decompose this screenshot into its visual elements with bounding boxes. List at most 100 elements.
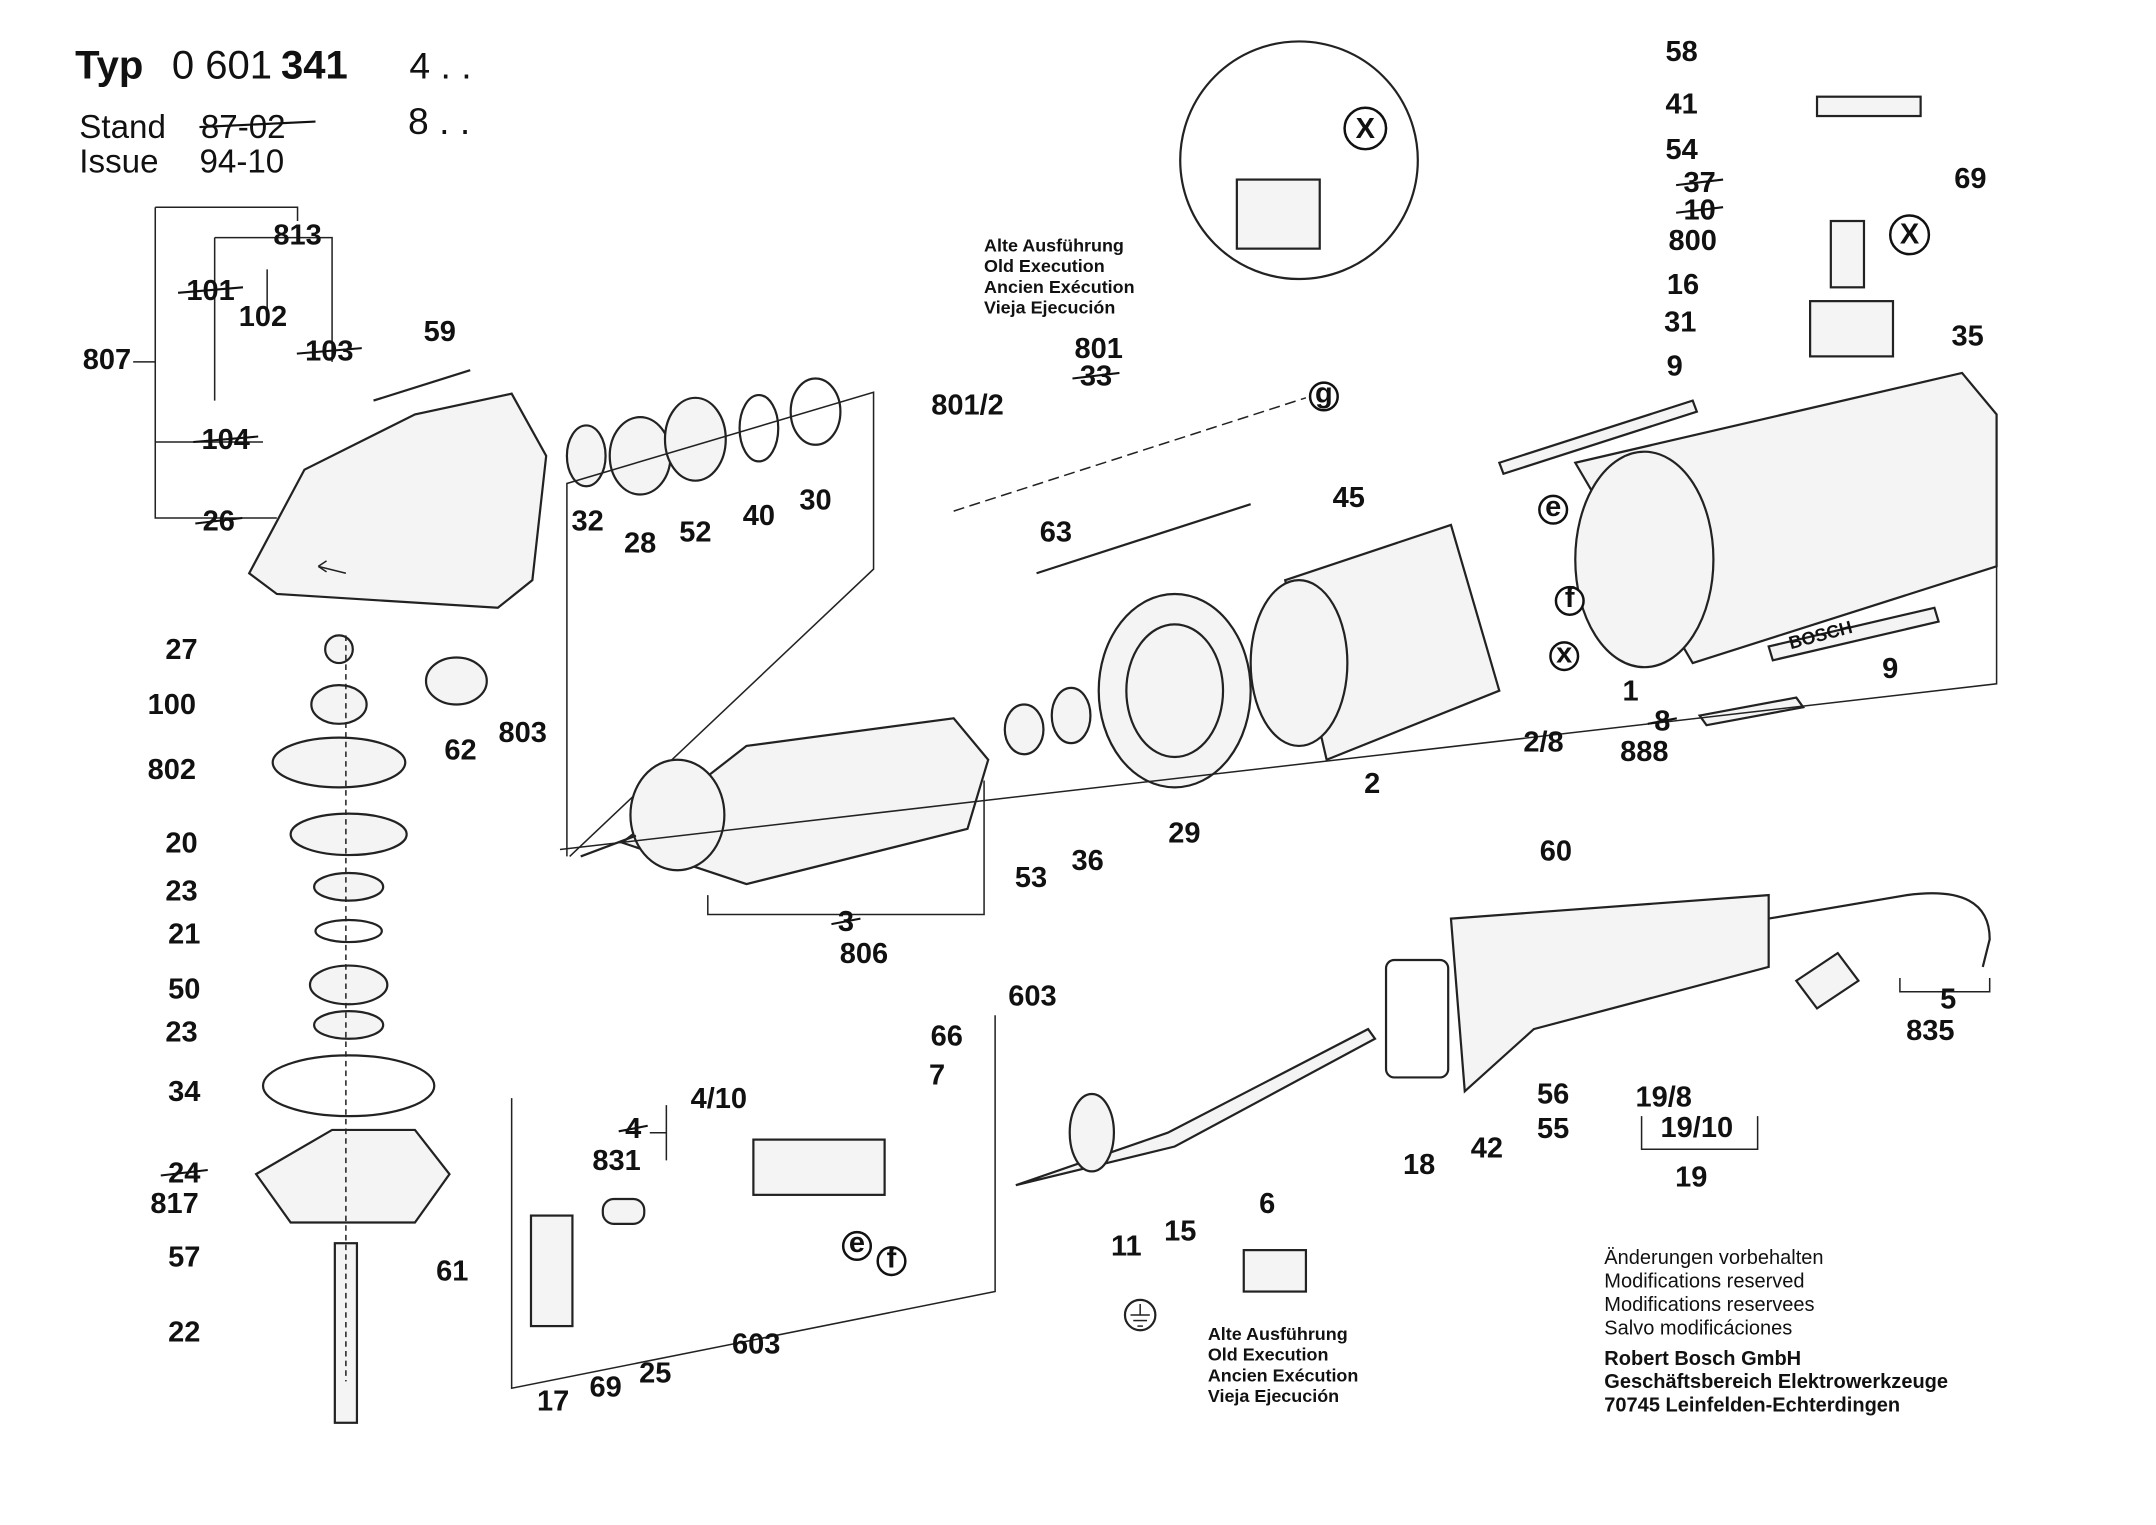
part-label: 17 bbox=[537, 1385, 569, 1417]
plate-17 bbox=[529, 1214, 574, 1328]
part-label: 21 bbox=[168, 918, 200, 950]
part-label: 23 bbox=[165, 876, 197, 908]
note-line: Old Execution bbox=[984, 256, 1105, 276]
modifications-es: Salvo modificáciones bbox=[1604, 1317, 1792, 1339]
part-label: 2 bbox=[1364, 768, 1380, 800]
strikethrough bbox=[199, 120, 316, 129]
part-label: 31 bbox=[1664, 307, 1696, 339]
issue-value: 94-10 bbox=[199, 144, 284, 181]
plug bbox=[1794, 951, 1861, 1010]
marker-letter: g bbox=[1315, 378, 1333, 410]
bearing-53 bbox=[1003, 703, 1045, 756]
part-40 bbox=[738, 393, 780, 463]
part-label: 52 bbox=[679, 516, 711, 548]
part-label: 40 bbox=[743, 500, 775, 532]
note-line: Vieja Ejecución bbox=[1208, 1386, 1339, 1406]
typ-number-bold: 341 bbox=[281, 44, 348, 88]
part-label: 888 bbox=[1620, 736, 1668, 768]
company-division: Geschäftsbereich Elektrowerkzeuge bbox=[1604, 1371, 1948, 1393]
baffle-29 bbox=[1097, 592, 1252, 789]
cable-6 bbox=[1015, 1027, 1377, 1187]
part-label: 9 bbox=[1882, 653, 1898, 685]
part-label: 54 bbox=[1666, 134, 1698, 166]
part-label: 36 bbox=[1072, 845, 1104, 877]
variant-8: 8 . . bbox=[408, 100, 470, 142]
marker-circle bbox=[841, 1230, 873, 1262]
bracket-813 bbox=[213, 236, 333, 401]
marker-letter: X bbox=[1356, 113, 1376, 145]
part-labels: 8131011021038071042659271008022023215023… bbox=[83, 36, 1987, 1418]
part-label: 1 bbox=[1622, 675, 1638, 707]
stator-face bbox=[1249, 579, 1349, 748]
strikethrough bbox=[296, 347, 362, 355]
part-label: 42 bbox=[1471, 1133, 1503, 1165]
washer-23 bbox=[313, 871, 385, 902]
modifications-de: Änderungen vorbehalten bbox=[1604, 1247, 1823, 1269]
pinion-803 bbox=[424, 656, 488, 706]
ring-21 bbox=[314, 918, 383, 944]
part-label: 27 bbox=[165, 634, 197, 666]
marker-circle bbox=[1343, 106, 1388, 151]
part-label: 56 bbox=[1537, 1079, 1569, 1111]
part-label: 100 bbox=[148, 689, 196, 721]
marker-letter: f bbox=[887, 1242, 897, 1274]
part-label: 30 bbox=[799, 485, 831, 517]
gasket-18 bbox=[1384, 958, 1450, 1079]
arrow-marking bbox=[317, 560, 347, 574]
part-label: 35 bbox=[1951, 320, 1983, 352]
group-frame-3 bbox=[510, 1015, 996, 1390]
stand-value: 87-02 bbox=[201, 109, 286, 146]
part-label: 60 bbox=[1540, 836, 1572, 868]
strikethrough bbox=[160, 1168, 208, 1177]
part-label: 801 bbox=[1075, 333, 1123, 365]
strikethrough bbox=[1072, 371, 1120, 380]
group-frame bbox=[566, 391, 875, 857]
part-label: 55 bbox=[1537, 1113, 1569, 1145]
screw-63 bbox=[1036, 503, 1252, 575]
part-label: 20 bbox=[165, 827, 197, 859]
part-label: 62 bbox=[444, 735, 476, 767]
part-label: 801/2 bbox=[931, 389, 1004, 421]
part-label: 19 bbox=[1675, 1162, 1707, 1194]
marker-circle bbox=[1888, 214, 1931, 256]
old-execution-note-top: Alte Ausführung Old Execution Ancien Exé… bbox=[984, 235, 1135, 317]
part-100 bbox=[310, 684, 368, 725]
part-label: 23 bbox=[165, 1017, 197, 1049]
part-label: 41 bbox=[1666, 88, 1698, 120]
part-20 bbox=[289, 812, 408, 857]
part-label: 25 bbox=[639, 1358, 671, 1390]
strikethrough bbox=[1675, 206, 1724, 214]
housing-opening bbox=[1574, 450, 1715, 669]
part-label: 61 bbox=[436, 1256, 468, 1288]
note-line: Ancien Exécution bbox=[1208, 1365, 1359, 1385]
strikethrough bbox=[195, 516, 243, 525]
part-label: 817 bbox=[150, 1188, 198, 1220]
cover-41 bbox=[1815, 95, 1922, 118]
part-label: 66 bbox=[931, 1021, 963, 1053]
note-line: Alte Ausführung bbox=[1208, 1324, 1348, 1344]
part-label: 57 bbox=[168, 1242, 200, 1274]
footer-notes: Änderungen vorbehalten Modifications res… bbox=[1604, 1247, 1948, 1417]
modifications-en: Modifications reserved bbox=[1604, 1270, 1804, 1292]
bearing-52 bbox=[663, 396, 727, 482]
bearing-50 bbox=[308, 964, 389, 1006]
part-label: 803 bbox=[499, 717, 547, 749]
ring-32 bbox=[565, 424, 607, 488]
header: Typ 0 601 341 4 . . 8 . . Stand 87-02 Is… bbox=[75, 44, 471, 181]
issue-label: Issue bbox=[79, 144, 158, 181]
marker-letter: x bbox=[1556, 637, 1572, 669]
marker-circle bbox=[1554, 585, 1585, 616]
bracket-835 bbox=[1899, 977, 1991, 993]
washer-23b bbox=[313, 1010, 385, 1040]
marker-circle bbox=[1308, 381, 1339, 412]
part-label: 59 bbox=[424, 316, 456, 348]
part-label: 102 bbox=[239, 301, 287, 333]
detail-inset-circle bbox=[1179, 40, 1419, 281]
part-label: 813 bbox=[273, 219, 321, 251]
marker-circle bbox=[1538, 494, 1569, 525]
part-label: 19/10 bbox=[1661, 1112, 1734, 1144]
part-label: 7 bbox=[929, 1059, 945, 1091]
note-line: Vieja Ejecución bbox=[984, 298, 1115, 318]
